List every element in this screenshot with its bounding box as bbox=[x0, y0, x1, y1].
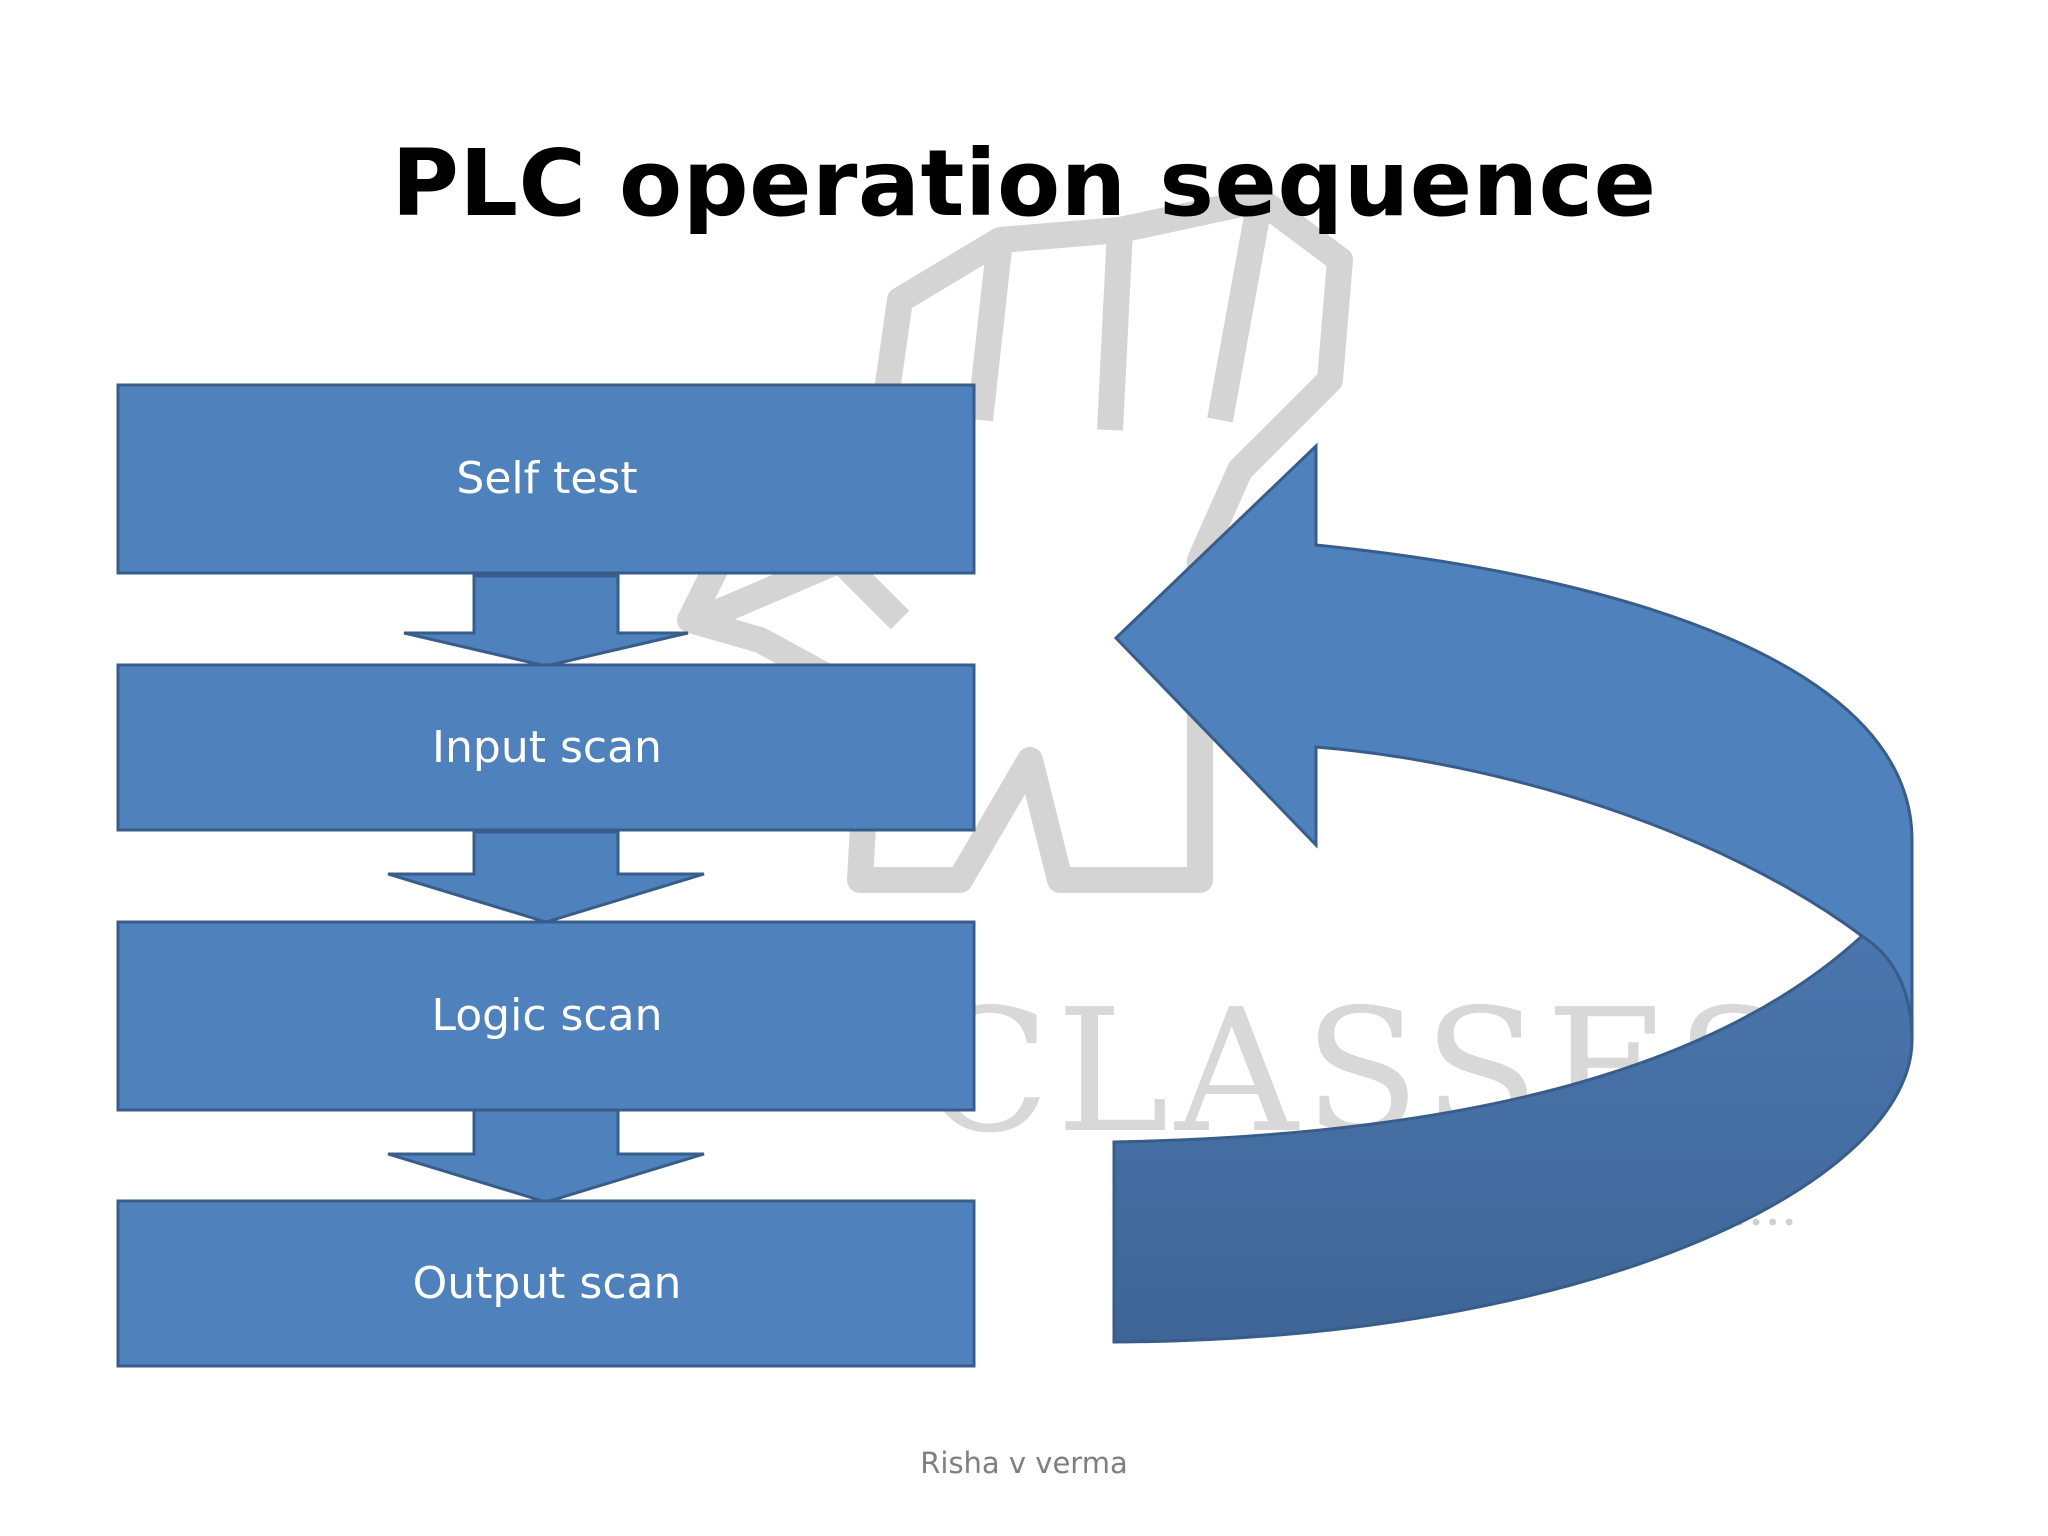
down-arrow-2 bbox=[387, 830, 705, 924]
step-label-output-scan: Output scan bbox=[412, 1258, 682, 1309]
slide-title: PLC operation sequence bbox=[391, 130, 1657, 237]
return-arrow-upper bbox=[1113, 442, 1914, 1041]
step-box-output-scan bbox=[116, 1199, 976, 1368]
step-box-input-scan bbox=[116, 663, 976, 832]
step-label-self-test: Self test bbox=[456, 453, 638, 504]
step-label-input-scan: Input scan bbox=[432, 722, 662, 773]
step-label-logic-scan: Logic scan bbox=[431, 990, 663, 1041]
step-box-logic-scan bbox=[116, 920, 976, 1112]
step-box-self-test bbox=[116, 383, 976, 575]
down-arrow-3 bbox=[387, 1108, 705, 1204]
down-arrow-1 bbox=[403, 574, 689, 668]
slide-footer: Risha v verma bbox=[920, 1446, 1128, 1480]
return-arrow-lower bbox=[1112, 934, 1914, 1344]
